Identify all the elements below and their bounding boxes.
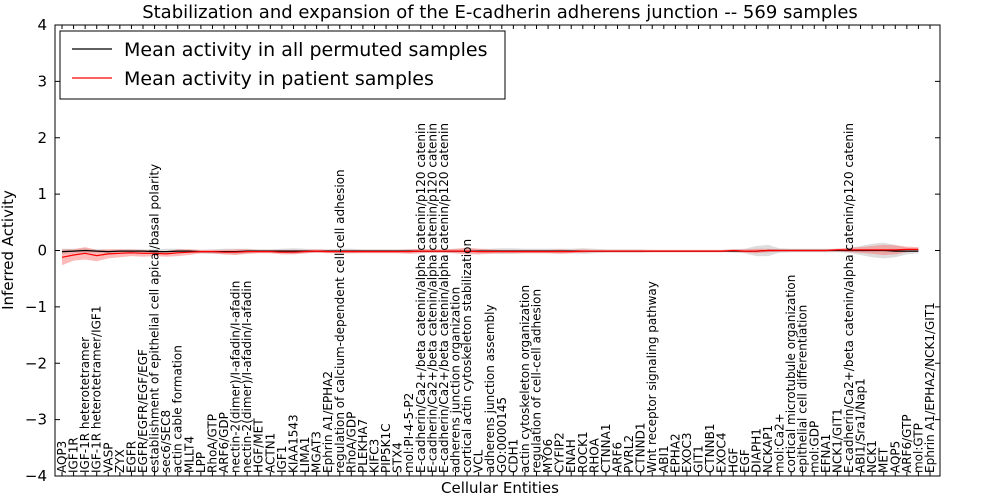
x-tick-label: IGF1R — [67, 437, 81, 473]
x-tick-label: ARF6/GTP — [900, 414, 914, 473]
x-tick-label: KIAA1543 — [286, 414, 300, 473]
x-tick-label: NCK1/GIT1 — [830, 408, 844, 473]
chart-title: Stabilization and expansion of the E-cad… — [142, 2, 858, 23]
x-tick-label: LPP — [194, 452, 208, 473]
x-tick-label: EFNA1 — [819, 434, 833, 473]
x-tick-label: ZYX — [113, 449, 127, 473]
x-tick-label: actin cable formation — [171, 345, 185, 473]
series-bands — [62, 242, 919, 266]
x-tick-label: PVRL2 — [622, 435, 636, 473]
patient-mean-line — [61, 248, 919, 258]
x-tick-label: EXOC3 — [680, 433, 694, 474]
x-tick-label: VCL — [472, 449, 486, 473]
x-tick-label: IGF-1R heterotetramer/IGF1 — [90, 306, 104, 473]
x-tick-label: MLLT4 — [182, 436, 196, 473]
x-tick-label: HGF/MET — [252, 418, 266, 473]
x-tick-label: IGF-1R heterotetramer — [78, 337, 92, 473]
x-tick-label: E-cadherin/Ca2+/beta catenin/alpha caten… — [414, 123, 428, 473]
x-tick-label: Wnt receptor signaling pathway — [645, 281, 659, 473]
x-tick-label: mol:GTP — [911, 423, 925, 473]
legend-label-patient: Mean activity in patient samples — [124, 68, 434, 90]
x-tick-label: E-cadherin/Ca2+/beta catenin/alpha caten… — [437, 123, 451, 473]
y-tick-label: 1 — [37, 185, 47, 203]
x-tick-label: NCK1 — [865, 440, 879, 473]
x-tick-label: establishment of epithelial cell apical/… — [148, 164, 162, 473]
x-tick-label: EXOC4 — [715, 433, 729, 474]
x-tick-label: mol:PI-4-5-P2 — [402, 393, 416, 473]
x-tick-label: ABI1 — [657, 445, 671, 473]
x-tick-label: RHOA — [587, 437, 601, 473]
y-tick-label: −4 — [25, 467, 47, 485]
x-tick-label: CDH1 — [506, 439, 520, 473]
x-tick-label: STX4 — [391, 442, 405, 473]
x-tick-label: E-cadherin/Ca2+/beta catenin/alpha caten… — [842, 123, 856, 473]
x-tick-label: EGFR/EGFR/EGF/EGF — [136, 349, 150, 473]
x-tick-label: epithelial cell differentiation — [796, 305, 810, 473]
x-tick-label: ARF6/GDP — [217, 412, 231, 473]
y-axis-label: Inferred Activity — [0, 190, 17, 310]
legend-box — [59, 30, 506, 100]
x-tick-label: AQP3 — [55, 441, 69, 473]
x-tick-label: cortical actin cytoskeleton stabilizatio… — [460, 239, 474, 473]
x-tick-label: ROCK1 — [576, 431, 590, 473]
x-tick-label: CTNNB1 — [703, 423, 717, 473]
x-tick-label: EGF — [738, 449, 752, 473]
x-tick-label: EPHA2 — [668, 433, 682, 473]
x-axis-label: Cellular Entities — [441, 479, 559, 497]
x-tick-label: AQP5 — [888, 441, 902, 473]
x-tick-label: regulation of cell-cell adhesion — [530, 289, 544, 473]
x-tick-label: MGAT3 — [310, 431, 324, 473]
x-tick-label: ABI1/Sra1/Nap1 — [854, 378, 868, 473]
x-tick-label: KIFC3 — [367, 439, 381, 473]
x-tick-label: HGF — [726, 448, 740, 473]
x-tick-label: Ephrin A1/EPHA2 — [321, 371, 335, 473]
legend: Mean activity in all permuted samples Me… — [59, 30, 506, 100]
x-tick-label: mol:GDP — [807, 421, 821, 473]
x-tick-label: RhoA/GDP — [344, 412, 358, 473]
x-tick-label: CTNNA1 — [599, 423, 613, 473]
x-tick-label: IGF1 — [275, 446, 289, 473]
y-tick-label: 0 — [37, 242, 47, 260]
patient-spread-band — [62, 244, 919, 266]
x-tick-label: GIT1 — [692, 445, 706, 473]
y-tick-label: −2 — [25, 354, 47, 372]
x-tick-label: sec6/SEC8 — [159, 410, 173, 473]
x-tick-label: mol:Ca2+ — [773, 413, 787, 473]
legend-label-permuted: Mean activity in all permuted samples — [124, 39, 487, 61]
y-tick-label: 2 — [37, 129, 47, 147]
y-tick-label: −3 — [25, 411, 47, 429]
x-tick-label: CTNND1 — [634, 422, 648, 473]
x-tick-label: adherens junction organization — [448, 287, 462, 473]
series-lines — [61, 248, 919, 258]
x-tick-label: GO:0000145 — [495, 397, 509, 473]
x-tick-label: nectin-2(dimer)/I-afadin/I-afadin — [229, 281, 243, 473]
x-tick-label: Ephrin A1/EPHA2/NCK1/GIT1 — [923, 302, 937, 473]
x-tick-label: cortical microtubule organization — [784, 275, 798, 473]
y-tick-label: 4 — [37, 16, 47, 34]
x-tick-label: VASP — [101, 442, 115, 473]
x-tick-label: MET — [877, 447, 891, 473]
x-tick-label: ARF6 — [611, 442, 625, 473]
x-tick-label: regulation of calcium-dependent cell-cel… — [333, 169, 347, 473]
x-tick-label: CYFIP2 — [553, 432, 567, 473]
x-tick-label: nectin-2(dimer)/I-afadin/I-afadin — [240, 281, 254, 473]
x-tick-label: MYO6 — [541, 439, 555, 473]
x-tick-label: E-cadherin/Ca2+/beta catenin/alpha caten… — [425, 123, 439, 473]
x-tick-label: actin cytoskeleton organization — [518, 285, 532, 473]
x-tick-label: NCKAP1 — [761, 425, 775, 473]
x-tick-label: EGFR — [124, 441, 138, 473]
y-tick-label: 3 — [37, 72, 47, 90]
x-tick-label: ENAH — [564, 439, 578, 473]
y-axis: −4 −3 −2 −1 0 1 2 3 4 — [25, 16, 940, 485]
x-tick-label: PIP5K1C — [379, 423, 393, 473]
x-tick-label: LIMA1 — [298, 437, 312, 473]
x-tick-label: ACTN1 — [263, 433, 277, 473]
x-tick-label: adherens junction assembly — [483, 304, 497, 473]
x-tick-label: DIAPH1 — [749, 428, 763, 473]
x-tick-label: RhoA/GTP — [205, 414, 219, 473]
x-tick-label: PLEKHA7 — [356, 419, 370, 473]
y-tick-label: −1 — [25, 298, 47, 316]
